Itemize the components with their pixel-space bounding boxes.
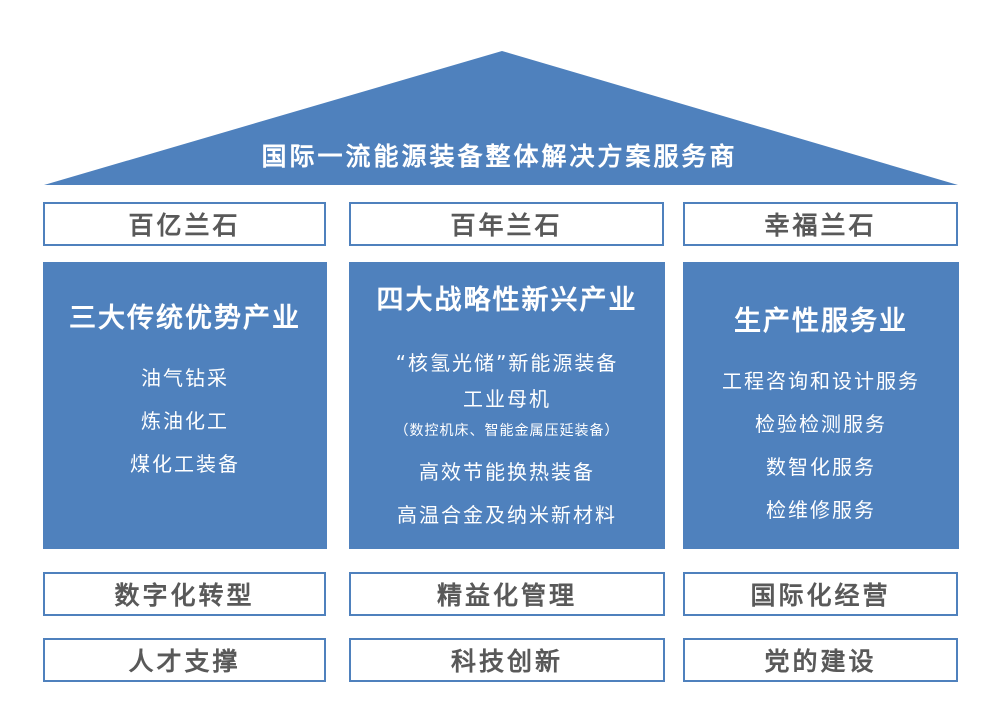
- pillar-item: 煤化工装备: [130, 452, 240, 476]
- base-box-international: 国际化经营: [683, 572, 958, 616]
- roof-title: 国际一流能源装备整体解决方案服务商: [261, 142, 738, 171]
- pillar-item: “核氢光储”新能源装备: [395, 351, 619, 375]
- pillar-subitem: （数控机床、智能金属压延装备）: [394, 423, 620, 439]
- pillar-item: 数智化服务: [766, 455, 876, 479]
- pillar-item: 工程咨询和设计服务: [722, 369, 920, 393]
- pillar-title: 四大战略性新兴产业: [376, 285, 638, 316]
- roof-triangle: [44, 51, 958, 185]
- base-box-digital: 数字化转型: [43, 572, 326, 616]
- pillar-item: 炼油化工: [141, 409, 229, 433]
- top-box-bainian-yi: 百亿兰石: [43, 202, 326, 246]
- base-box-lean: 精益化管理: [349, 572, 665, 616]
- pillar-service: 生产性服务业 工程咨询和设计服务 检验检测服务 数智化服务 检维修服务: [683, 262, 959, 549]
- base-box-talent: 人才支撑: [43, 638, 326, 682]
- pillar-item: 工业母机: [463, 387, 551, 411]
- pillar-item: 高效节能换热装备: [419, 460, 595, 484]
- pillar-traditional: 三大传统优势产业 油气钻采 炼油化工 煤化工装备: [43, 262, 327, 549]
- pillar-title: 三大传统优势产业: [69, 303, 301, 334]
- pillar-title: 生产性服务业: [734, 306, 908, 337]
- top-box-xingfu: 幸福兰石: [683, 202, 958, 246]
- pillar-item: 检维修服务: [766, 498, 876, 522]
- pillar-strategic: 四大战略性新兴产业 “核氢光储”新能源装备 工业母机 （数控机床、智能金属压延装…: [349, 262, 665, 549]
- pillar-item: 高温合金及纳米新材料: [397, 503, 617, 527]
- base-box-tech: 科技创新: [349, 638, 665, 682]
- pillar-item: 检验检测服务: [755, 412, 887, 436]
- top-box-bainian: 百年兰石: [349, 202, 664, 246]
- base-box-party: 党的建设: [683, 638, 958, 682]
- pillar-item: 油气钻采: [141, 366, 229, 390]
